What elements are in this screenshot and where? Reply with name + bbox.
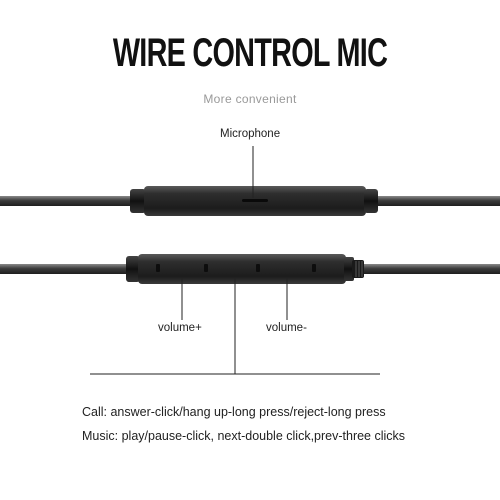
page-subtitle: More convenient <box>203 92 297 106</box>
volume-down-label: volume- <box>266 322 307 334</box>
microphone-hole-icon <box>242 199 268 202</box>
remote-housing <box>126 254 364 284</box>
music-instructions: Music: play/pause-click, next-double cli… <box>82 429 406 443</box>
microphone-label: Microphone <box>220 128 281 140</box>
extra-key-icon <box>312 264 316 272</box>
call-instructions: Call: answer-click/hang up-long press/re… <box>82 405 386 419</box>
volume-up-label: volume+ <box>158 322 202 334</box>
volume-up-key-icon <box>156 264 160 272</box>
volume-down-key-icon <box>256 264 260 272</box>
play-key-icon <box>204 264 208 272</box>
microphone-housing <box>130 186 378 216</box>
page-title: WIRE CONTROL MIC <box>112 31 388 75</box>
